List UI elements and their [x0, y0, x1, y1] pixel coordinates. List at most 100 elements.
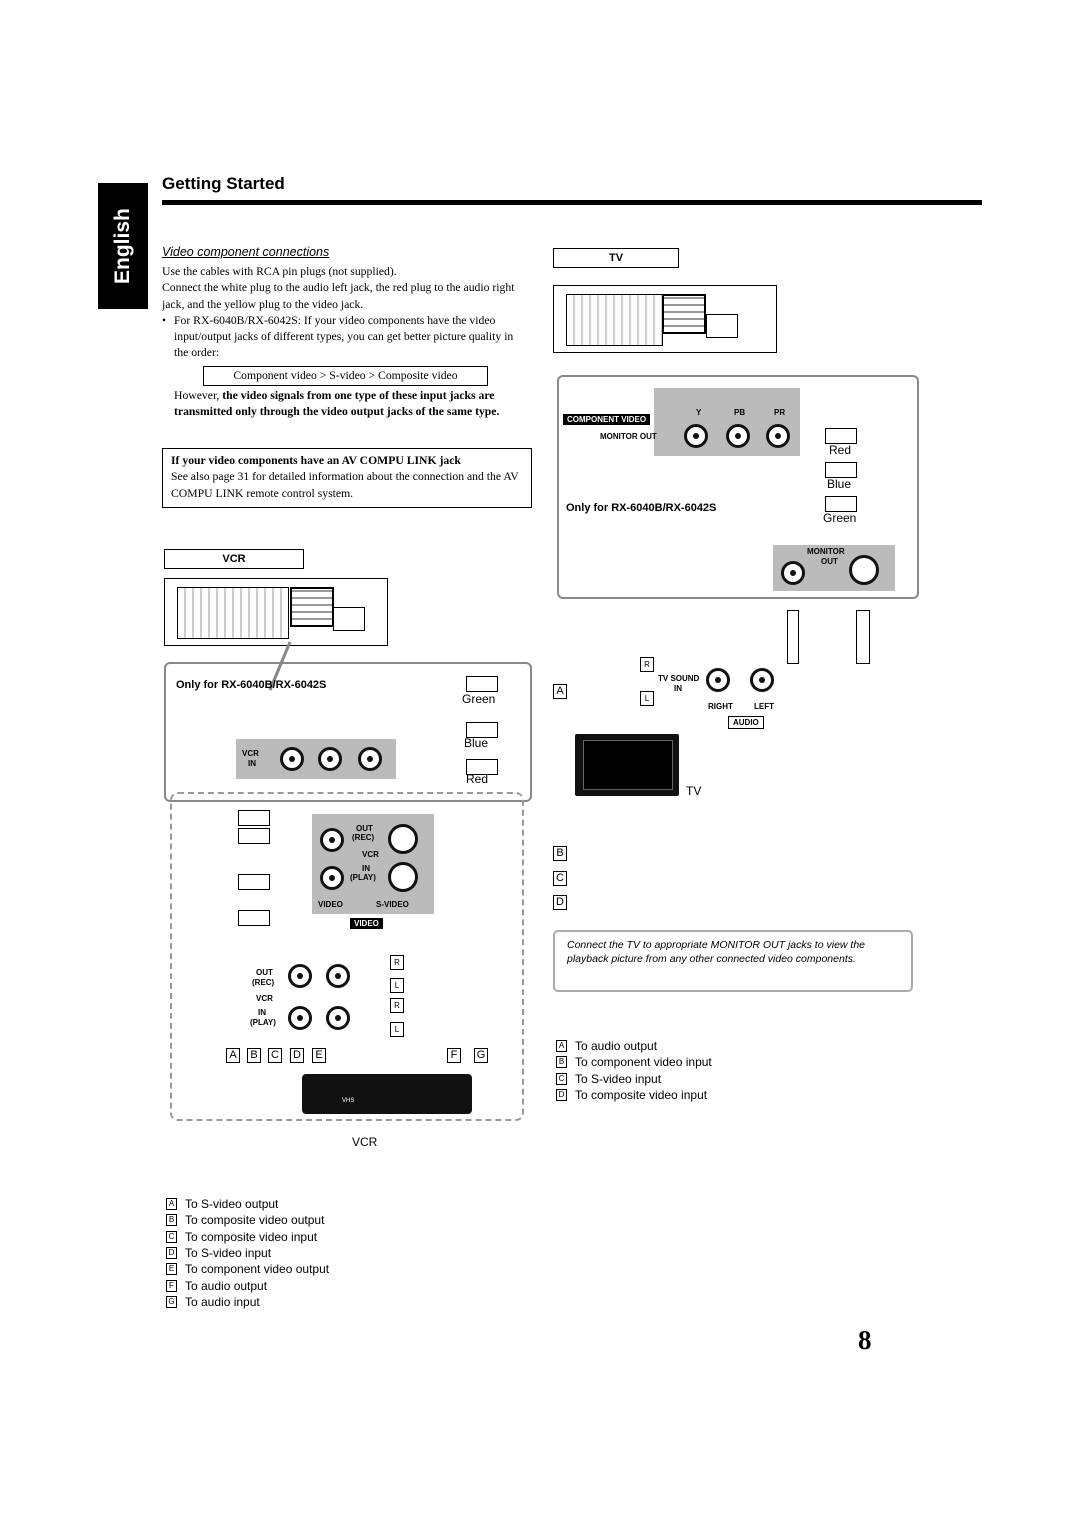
title-rule — [162, 200, 982, 205]
vcr-marker-b: B — [247, 1048, 261, 1063]
vcr-legend-key: D — [166, 1247, 177, 1260]
svideo-plug-tv — [856, 610, 870, 664]
vcr-in-jack-pb — [318, 747, 342, 771]
vcr-in-panel: VCR IN — [236, 739, 396, 779]
tv-red-plug — [825, 428, 857, 444]
receiver-rear-panel-vcr — [164, 578, 388, 646]
tv-label-box: TV — [553, 248, 679, 268]
tv-sound-2: IN — [674, 684, 682, 693]
monitor-label-2: OUT — [821, 557, 838, 566]
monitor-label-1: MONITOR — [807, 547, 845, 556]
vcr-legend-key: B — [166, 1214, 177, 1227]
vcr-legend-text: To audio output — [185, 1278, 268, 1293]
monitor-composite-jack — [781, 561, 805, 585]
tv-legend-row: B To component video input — [556, 1054, 712, 1070]
tv-sound-right-jack — [706, 668, 730, 692]
tv-marker-c: C — [553, 871, 567, 886]
monitor-out-label: MONITOR OUT — [600, 432, 657, 441]
vcr-marker-f: F — [447, 1048, 461, 1063]
green-plug — [466, 676, 498, 692]
section-title: Getting Started — [162, 174, 285, 193]
vcr-video-frame — [170, 792, 524, 1121]
tv-green-plug — [825, 496, 857, 512]
page-number: 8 — [858, 1325, 872, 1355]
vcr-model-note: Only for RX-6040B/RX-6042S — [176, 679, 327, 691]
tv-device-label: TV — [686, 784, 702, 798]
tv-plug-l: L — [640, 691, 654, 706]
plug-l-1: L — [390, 978, 404, 993]
however-paragraph: However, the video signals from one type… — [162, 388, 530, 421]
tv-sound-left-jack — [750, 668, 774, 692]
vcr-cable-blue: Blue — [464, 736, 489, 750]
audio-in: IN — [258, 1008, 266, 1017]
tv-plug-r: R — [640, 657, 654, 672]
vcr-in-jack-pr — [358, 747, 382, 771]
vcr-cable-green: Green — [462, 692, 496, 706]
tv-jack-pb — [726, 424, 750, 448]
tv-blue-plug — [825, 462, 857, 478]
vcr-legend-key: G — [166, 1295, 177, 1308]
component-video-panel: Y PB PR — [654, 388, 800, 456]
tv-legend-text: To audio output — [575, 1039, 658, 1054]
jack-play: (PLAY) — [350, 873, 376, 882]
bullet-text: For RX-6040B/RX-6042S: If your video com… — [174, 313, 514, 360]
audio-out-right-jack — [288, 964, 312, 988]
tv-legend-key: B — [556, 1056, 567, 1069]
jack-s-video: S-VIDEO — [376, 900, 409, 909]
plug-r-1: R — [390, 955, 404, 970]
vcr-legend-key: F — [166, 1279, 177, 1292]
subheading: Video component connections — [162, 245, 330, 259]
video-jack-panel: OUT (REC) VCR IN (PLAY) VIDEO S-VIDEO — [312, 814, 434, 914]
audio-rec: (REC) — [252, 978, 275, 987]
vcr-marker-e: E — [312, 1048, 326, 1063]
port-y: Y — [696, 408, 702, 417]
av-compu-link-note: If your video components have an AV COMP… — [162, 448, 532, 508]
vcr-badge: VHS — [342, 1098, 355, 1104]
tv-caption: Connect the TV to appropriate MONITOR OU… — [553, 930, 913, 992]
tv-legend-text: To S-video input — [575, 1071, 662, 1086]
red-plug — [466, 759, 498, 775]
video-in-jack — [320, 866, 344, 890]
receiver-rear-panel-tv — [553, 285, 777, 353]
vcr-in-label-1: VCR — [242, 749, 259, 758]
jack-rec: (REC) — [352, 833, 375, 842]
tv-legend-text: To component video input — [575, 1055, 712, 1070]
vcr-component-frame — [164, 662, 532, 802]
vcr-device-label: VCR — [352, 1135, 378, 1149]
tv-legend-key: A — [556, 1040, 567, 1053]
vcr-cable-red: Red — [466, 772, 489, 786]
vcr-in-jack-y — [280, 747, 304, 771]
however-lead: However, — [174, 389, 220, 402]
tv-marker-d: D — [553, 895, 567, 910]
tv-left: LEFT — [754, 702, 774, 711]
vcr-marker-c: C — [268, 1048, 282, 1063]
vcr-label-box: VCR — [164, 549, 304, 569]
component-video-label: COMPONENT VIDEO — [563, 414, 651, 425]
tv-set — [575, 734, 679, 796]
monitor-svideo-jack — [849, 555, 879, 585]
jack-in: IN — [362, 864, 370, 873]
tv-sound-1: TV SOUND — [658, 674, 700, 683]
tv-legend-key: D — [556, 1089, 567, 1102]
svideo-plug-1 — [238, 810, 270, 826]
tv-sound-panel: TV SOUND IN RIGHT LEFT — [658, 658, 786, 726]
vcr-legend-text: To audio input — [185, 1294, 260, 1309]
video-out-jack — [320, 828, 344, 852]
jack-vcr: VCR — [362, 850, 379, 859]
vcr-connection-lines — [268, 641, 292, 691]
vcr-legend-key: C — [166, 1230, 177, 1243]
port-pr: PR — [774, 408, 786, 417]
vcr-device: VHS — [302, 1074, 472, 1114]
language-tab — [98, 183, 148, 309]
tv-legend: A To audio output B To component video inp… — [556, 1038, 712, 1103]
jack-out: OUT — [356, 824, 373, 833]
tv-cable-blue: Blue — [827, 477, 852, 491]
composite-plug-2 — [238, 874, 270, 890]
bullet-dot: • — [162, 313, 167, 327]
vcr-legend-key: E — [166, 1263, 177, 1276]
tv-jack-pr — [766, 424, 790, 448]
